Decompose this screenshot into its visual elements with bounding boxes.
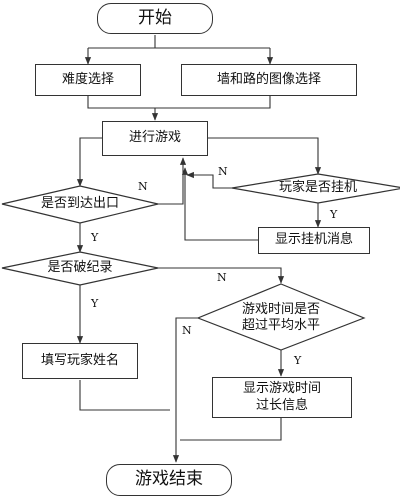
edge-long-end bbox=[180, 418, 282, 441]
exit-check-label: 是否到达出口 bbox=[40, 195, 119, 211]
idle-yes-label: Y bbox=[330, 208, 338, 221]
idle-check-diamond bbox=[231, 173, 400, 204]
edge-time-no bbox=[172, 317, 198, 463]
time-check-diamond bbox=[196, 283, 366, 351]
exit-yes-label: Y bbox=[91, 231, 99, 244]
edge-exit-no bbox=[158, 157, 187, 205]
idle-no-label: N bbox=[218, 165, 228, 178]
start-node-label: 开始 bbox=[138, 7, 172, 28]
time-yes-label: Y bbox=[294, 354, 302, 367]
exit-no-label: N bbox=[138, 180, 148, 193]
record-yes-label: Y bbox=[91, 297, 99, 310]
start-node: 开始 bbox=[97, 3, 213, 34]
exit-check-label-wrap: 是否到达出口 bbox=[20, 196, 140, 212]
idle-check-label-wrap: 玩家是否挂机 bbox=[258, 180, 378, 196]
time-no-label: N bbox=[182, 324, 192, 337]
fill-name-node-label: 填写玩家姓名 bbox=[40, 352, 119, 368]
play-node: 进行游戏 bbox=[102, 121, 208, 156]
idle-check-label: 玩家是否挂机 bbox=[278, 179, 357, 195]
edge-fill-end bbox=[79, 380, 170, 411]
fill-name-node: 填写玩家姓名 bbox=[22, 343, 138, 379]
edge-idle-no bbox=[186, 171, 232, 189]
image-select-node: 墙和路的图像选择 bbox=[181, 64, 357, 96]
image-select-node-label: 墙和路的图像选择 bbox=[216, 71, 321, 87]
idle-msg-node: 显示挂机消息 bbox=[258, 227, 370, 254]
end-node: 游戏结束 bbox=[106, 464, 232, 496]
time-check-label-line1: 游戏时间是否 bbox=[241, 301, 320, 317]
play-node-label: 进行游戏 bbox=[128, 130, 181, 146]
record-check-diamond bbox=[1, 251, 159, 286]
end-node-label: 游戏结束 bbox=[135, 469, 203, 490]
time-check-label-wrap: 游戏时间是否 超过平均水平 bbox=[211, 298, 351, 338]
difficulty-node: 难度选择 bbox=[35, 64, 141, 96]
exit-check-diamond bbox=[1, 185, 159, 224]
edge-idlemsg-back bbox=[181, 167, 258, 241]
edge-difficulty-merge bbox=[87, 96, 271, 109]
long-time-node: 显示游戏时间 过长信息 bbox=[212, 377, 352, 418]
record-check-label: 是否破纪录 bbox=[47, 259, 113, 275]
idle-msg-node-label: 显示挂机消息 bbox=[274, 232, 353, 248]
edge-start-split bbox=[88, 35, 270, 64]
edge-play-idle bbox=[208, 137, 322, 175]
time-check-label-line2: 超过平均水平 bbox=[241, 318, 320, 333]
long-time-node-line1: 显示游戏时间 bbox=[242, 381, 321, 397]
record-no-label: N bbox=[217, 271, 227, 284]
record-check-label-wrap: 是否破纪录 bbox=[20, 260, 140, 276]
difficulty-node-label: 难度选择 bbox=[61, 71, 114, 87]
edge-play-exit bbox=[76, 137, 102, 187]
edge-record-no bbox=[158, 267, 285, 284]
long-time-node-line2: 过长信息 bbox=[255, 397, 308, 413]
